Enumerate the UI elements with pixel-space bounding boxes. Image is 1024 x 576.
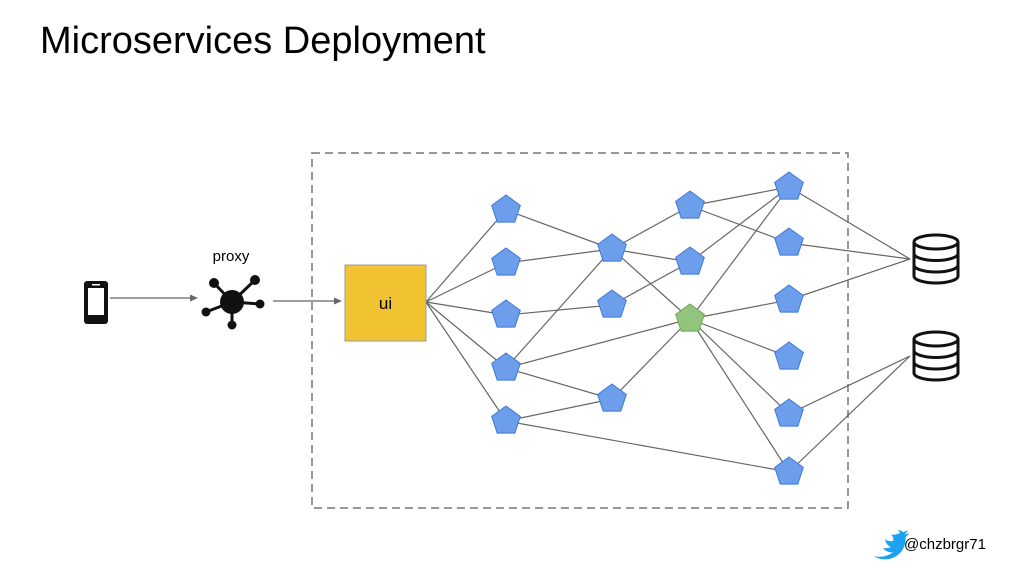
twitter-bird-icon	[874, 530, 910, 560]
service-node	[491, 247, 521, 276]
highlighted-service-node	[675, 303, 705, 332]
twitter-handle: @chzbrgr71	[904, 536, 986, 553]
service-node	[491, 405, 521, 434]
microservice-nodes	[491, 171, 804, 485]
database-icon	[912, 233, 960, 285]
service-node	[491, 299, 521, 328]
mobile-phone-icon	[84, 281, 108, 324]
cluster-boundary	[311, 152, 849, 509]
service-node	[774, 227, 804, 256]
service-node	[597, 289, 627, 318]
phone-to-proxy-arrow	[110, 294, 198, 302]
ui-service-label: ui	[379, 294, 392, 313]
proxy-to-ui-arrow	[273, 297, 342, 305]
service-node	[491, 194, 521, 223]
service-node	[675, 246, 705, 275]
page-title: Microservices Deployment	[40, 20, 486, 62]
service-node	[597, 383, 627, 412]
ui-service-box	[344, 264, 427, 342]
service-node	[491, 352, 521, 381]
service-node	[774, 398, 804, 427]
service-connections	[425, 186, 911, 473]
service-node	[774, 341, 804, 370]
service-node	[675, 190, 705, 219]
proxy-label: proxy	[213, 248, 250, 265]
database-icon	[912, 330, 960, 382]
service-node	[774, 171, 804, 200]
service-node	[774, 284, 804, 313]
service-node	[597, 233, 627, 262]
service-node	[774, 456, 804, 485]
proxy-hub-icon	[201, 275, 265, 330]
